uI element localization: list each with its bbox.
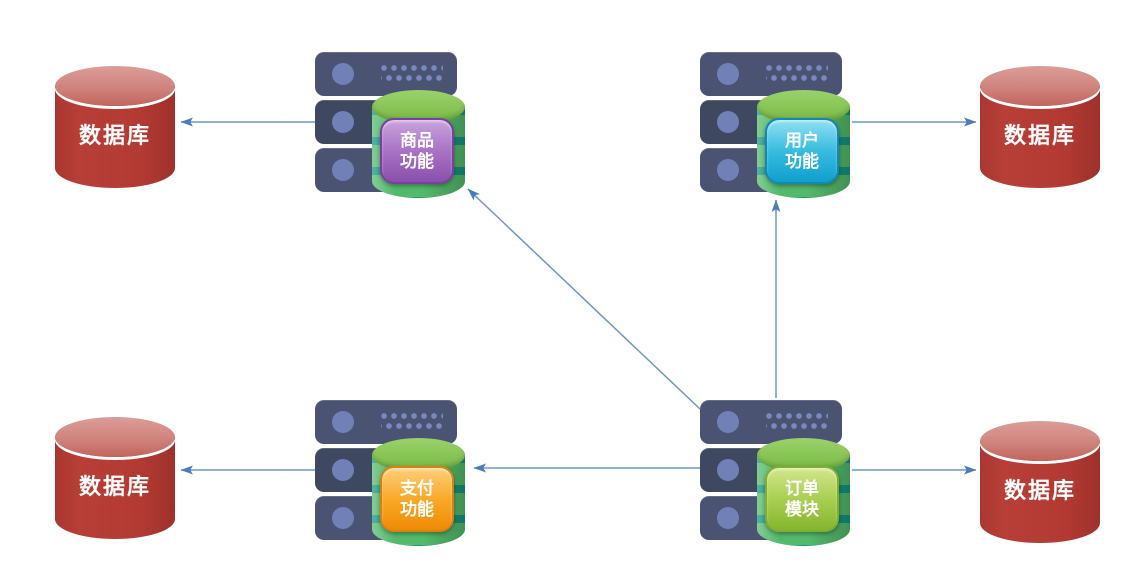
module-label-line: 用户 <box>785 131 819 150</box>
server-product: 商品 功能 <box>315 52 465 198</box>
green-storage-cylinder: 支付 功能 <box>372 438 465 546</box>
module-label-line: 功能 <box>400 500 434 519</box>
drive-indicator-circle <box>332 459 354 481</box>
database-label: 数据库 <box>78 474 151 499</box>
database-cylinder-top <box>980 66 1100 106</box>
drive-indicator-circle <box>332 159 354 181</box>
module-label-line: 功能 <box>400 152 434 171</box>
arrow-order-server-to-product-module <box>467 188 701 410</box>
server-rack-slot <box>700 52 842 96</box>
drive-indicator-circle <box>332 111 354 133</box>
vent-dots <box>766 413 828 431</box>
module-badge-order: 订单 模块 <box>765 466 839 532</box>
drive-indicator-circle <box>717 159 739 181</box>
database-bottom-right: 数据库 <box>980 421 1100 543</box>
database-label: 数据库 <box>1003 478 1076 503</box>
server-user: 用户 功能 <box>700 52 850 198</box>
module-label-line: 订单 <box>785 479 819 498</box>
server-order: 订单 模块 <box>700 400 850 546</box>
module-badge-user: 用户 功能 <box>765 118 839 184</box>
module-label-line: 商品 <box>400 131 434 150</box>
drive-indicator-circle <box>717 111 739 133</box>
drive-indicator-circle <box>717 63 739 85</box>
database-bottom-left: 数据库 <box>55 417 175 539</box>
drive-indicator-circle <box>717 459 739 481</box>
server-rack-slot <box>315 52 457 96</box>
vent-dots <box>381 65 443 83</box>
drive-indicator-circle <box>332 63 354 85</box>
database-cylinder-top <box>55 66 175 106</box>
drive-indicator-circle <box>717 411 739 433</box>
server-rack-slot <box>700 400 842 444</box>
vent-dots <box>381 413 443 431</box>
drive-indicator-circle <box>332 411 354 433</box>
module-label-line: 功能 <box>785 152 819 171</box>
green-storage-cylinder: 用户 功能 <box>757 90 850 198</box>
module-label-line: 支付 <box>400 479 434 498</box>
vent-dots <box>766 65 828 83</box>
database-label: 数据库 <box>1003 123 1076 148</box>
server-payment: 支付 功能 <box>315 400 465 546</box>
database-top-left: 数据库 <box>55 66 175 188</box>
green-storage-cylinder: 订单 模块 <box>757 438 850 546</box>
module-badge-payment: 支付 功能 <box>380 466 454 532</box>
module-badge-product: 商品 功能 <box>380 118 454 184</box>
green-storage-cylinder: 商品 功能 <box>372 90 465 198</box>
database-label: 数据库 <box>78 123 151 148</box>
database-cylinder-top <box>55 417 175 457</box>
module-label-line: 模块 <box>785 500 819 519</box>
database-cylinder-top <box>980 421 1100 461</box>
database-top-right: 数据库 <box>980 66 1100 188</box>
server-rack-slot <box>315 400 457 444</box>
drive-indicator-circle <box>332 507 354 529</box>
drive-indicator-circle <box>717 507 739 529</box>
